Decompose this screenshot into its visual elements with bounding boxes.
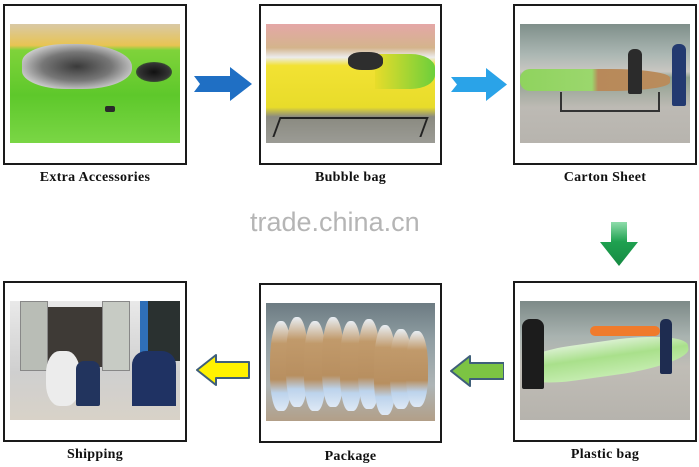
kayak-stand bbox=[560, 92, 660, 112]
arrow-right-icon bbox=[451, 68, 507, 101]
photo-frame bbox=[3, 4, 187, 165]
packaged-kayak bbox=[322, 317, 344, 407]
kayak-seat bbox=[348, 52, 383, 70]
package-stack bbox=[46, 351, 80, 406]
arrow-down-icon bbox=[600, 222, 638, 266]
kayak-scupper bbox=[105, 106, 115, 112]
worker bbox=[672, 44, 686, 106]
step-label: Bubble bag bbox=[314, 170, 387, 185]
kayak-orange bbox=[590, 326, 660, 336]
step-label: Package bbox=[324, 449, 377, 464]
building-pillar bbox=[140, 301, 148, 376]
packaged-kayak bbox=[304, 321, 326, 411]
arrow-left-icon bbox=[196, 354, 250, 386]
container-door bbox=[102, 301, 130, 371]
packaged-kayak bbox=[406, 331, 428, 407]
photo-bubble-bag bbox=[266, 24, 435, 143]
worker bbox=[132, 351, 176, 406]
step-label: Carton Sheet bbox=[563, 170, 647, 185]
packaged-kayak bbox=[286, 317, 308, 407]
photo-carton-sheet bbox=[520, 24, 690, 143]
kayak-carton bbox=[520, 69, 670, 91]
kayak-rack bbox=[272, 117, 429, 137]
photo-frame bbox=[259, 4, 442, 165]
photo-package bbox=[266, 303, 435, 421]
step-label: Extra Accessories bbox=[39, 170, 151, 185]
arrow-right-icon bbox=[194, 67, 252, 101]
container-door bbox=[20, 301, 48, 371]
worker bbox=[660, 319, 672, 374]
accessory-bag bbox=[22, 44, 132, 89]
photo-plastic-bag bbox=[520, 301, 690, 420]
photo-extra-accessories bbox=[10, 24, 180, 143]
worker bbox=[522, 319, 544, 389]
worker bbox=[76, 361, 100, 406]
worker bbox=[628, 49, 642, 94]
photo-frame bbox=[513, 281, 697, 442]
photo-shipping bbox=[10, 301, 180, 420]
watermark-text: trade.china.cn bbox=[250, 207, 420, 237]
photo-frame bbox=[513, 4, 697, 165]
photo-frame bbox=[259, 283, 442, 443]
step-label: Shipping bbox=[66, 447, 124, 462]
kayak-hatch bbox=[136, 62, 172, 82]
kayak-green-bow bbox=[375, 54, 435, 89]
packaged-kayak bbox=[340, 321, 362, 411]
arrow-left-icon bbox=[450, 355, 504, 387]
step-label: Plastic bag bbox=[570, 447, 640, 462]
photo-frame bbox=[3, 281, 187, 442]
